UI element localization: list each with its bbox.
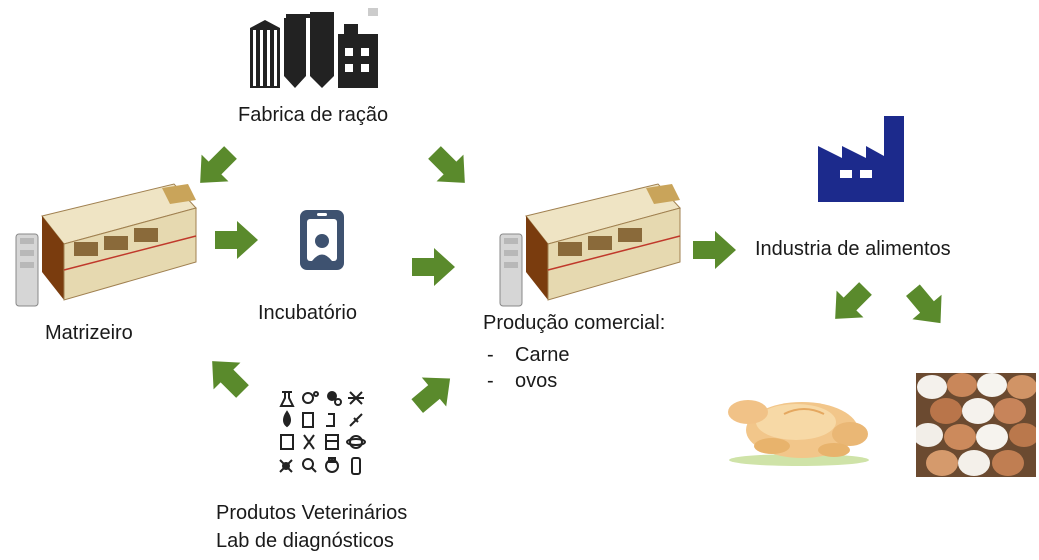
eggs-image	[913, 373, 1039, 477]
list-item: ovos	[483, 368, 569, 394]
arrow-vet-to-breeder	[196, 345, 258, 407]
commercial-products-list: Carne ovos	[483, 342, 569, 394]
commercial-production-label: Produção comercial:	[483, 312, 666, 334]
hatchery-label: Incubatório	[258, 302, 357, 324]
incubator-icon	[298, 208, 346, 272]
food-industry-label: Industria de alimentos	[755, 238, 951, 260]
arrow-vet-to-commercial	[403, 361, 465, 423]
diagnostic-lab-label: Lab de diagnósticos	[216, 530, 394, 552]
arrow-commercial-to-industry	[693, 228, 737, 272]
arrow-industry-to-eggs	[896, 276, 958, 338]
roast-chicken-image	[724, 374, 874, 466]
commercial-farm-barn-icon	[496, 180, 686, 310]
factory-icon	[818, 116, 908, 202]
breeder-farm-barn-icon	[12, 180, 202, 310]
veterinary-lab-icons	[278, 388, 368, 478]
arrow-industry-to-chicken	[819, 273, 881, 335]
list-item: Carne	[483, 342, 569, 368]
breeder-farm-label: Matrizeiro	[45, 322, 133, 344]
feed-mill-label: Fabrica de ração	[238, 104, 389, 126]
arrow-hatchery-to-commercial	[412, 245, 456, 289]
arrow-feedmill-to-commercial	[419, 137, 481, 199]
vet-products-label: Produtos Veterinários	[216, 502, 408, 524]
arrow-breeder-to-hatchery	[215, 218, 259, 262]
feed-mill-icon	[250, 8, 380, 88]
arrow-feedmill-to-breeder	[184, 137, 246, 199]
